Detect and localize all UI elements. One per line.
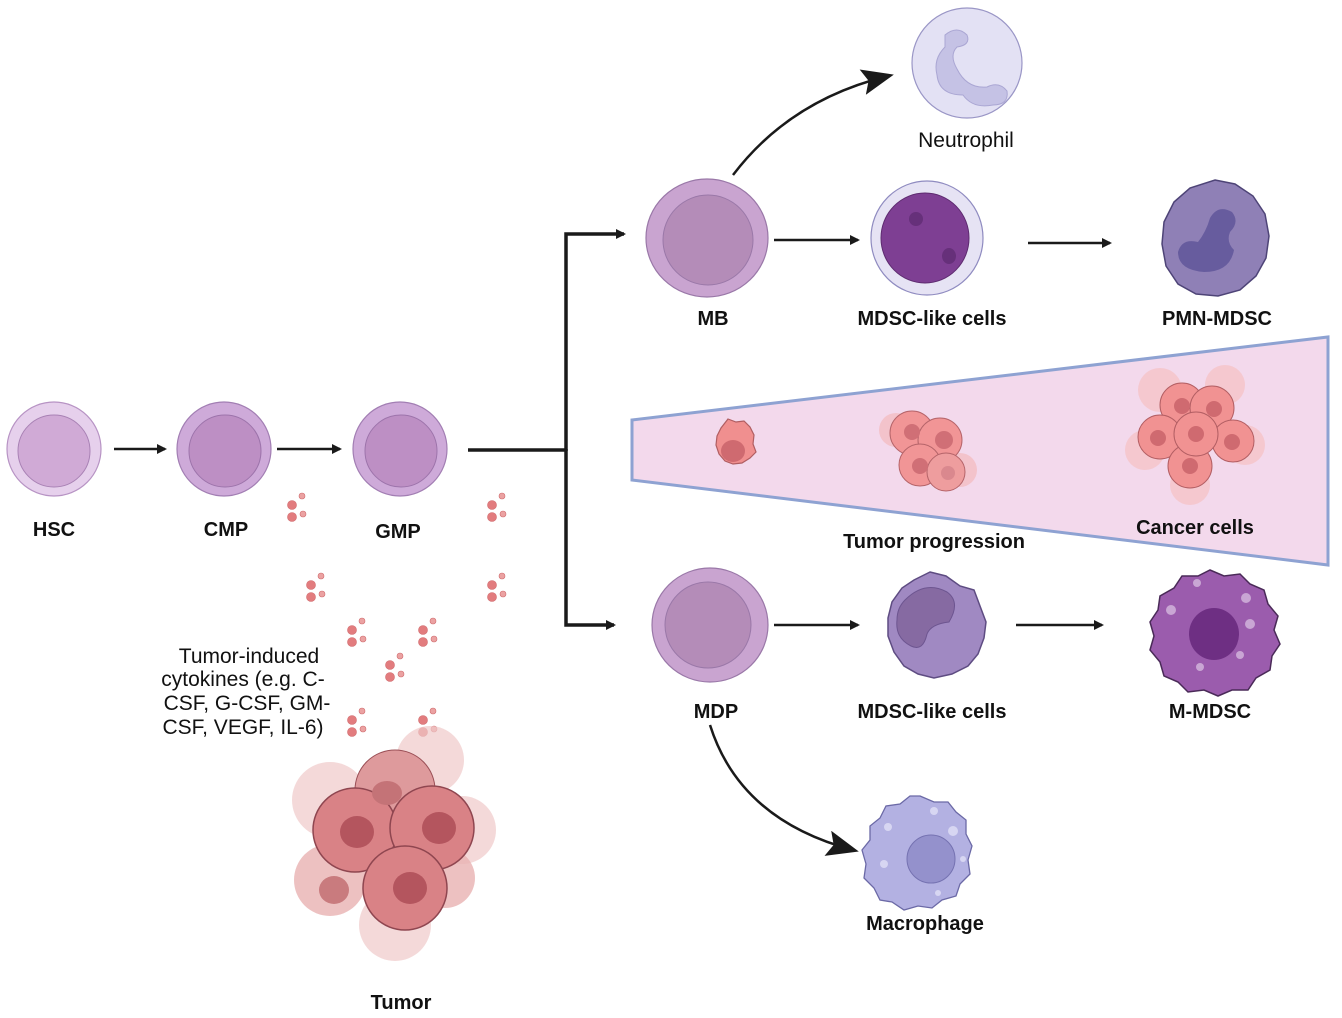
gmp-label: GMP xyxy=(375,521,421,543)
cytokine-cluster xyxy=(487,572,507,602)
cytokine-dot xyxy=(287,512,297,522)
cytokine-dot xyxy=(418,625,428,635)
mdp-cell-icon xyxy=(651,567,769,683)
cytokine-cluster xyxy=(287,492,307,522)
cytokine-dot xyxy=(498,572,506,580)
cytokine-dot xyxy=(499,590,507,598)
hsc-cell-icon xyxy=(6,401,102,497)
cytokine-dot xyxy=(359,725,367,733)
cytokine-dot xyxy=(347,637,357,647)
cytokine-dot xyxy=(498,492,506,500)
cytokine-dot xyxy=(298,492,306,500)
arrow-mdp-to-macrophage xyxy=(708,724,859,856)
cmp-cell-icon xyxy=(176,401,272,497)
cancer-cluster-small-icon xyxy=(879,410,977,492)
cancer-cluster-large-icon xyxy=(1125,365,1265,505)
m-mdsc-label: M-MDSC xyxy=(1169,701,1251,723)
cytokine-dot xyxy=(487,512,497,522)
cancer-cells-label: Cancer cells xyxy=(1136,517,1254,539)
branch-connector xyxy=(468,229,626,630)
cytokine-cluster xyxy=(306,572,326,602)
macrophage-label: Macrophage xyxy=(866,913,984,935)
cytokine-dot xyxy=(359,635,367,643)
cytokine-dot xyxy=(396,652,404,660)
cytokine-dot xyxy=(430,635,438,643)
cytokine-dot xyxy=(358,707,366,715)
cytokine-dot xyxy=(487,500,497,510)
mdsc-like-cell-bottom-icon xyxy=(887,571,987,679)
cytokine-dot xyxy=(429,617,437,625)
mdsc-like-cell-top-icon xyxy=(870,180,984,296)
cytokine-dot xyxy=(347,727,357,737)
cytokine-dot xyxy=(299,510,307,518)
cytokine-dot xyxy=(358,617,366,625)
pmn-mdsc-label: PMN-MDSC xyxy=(1162,308,1272,330)
cytokine-dot xyxy=(306,592,316,602)
macrophage-icon xyxy=(861,795,973,911)
cytokine-dot xyxy=(429,707,437,715)
neutrophil-label: Neutrophil xyxy=(918,129,1014,152)
cytokine-dot xyxy=(306,580,316,590)
cytokine-cluster xyxy=(418,617,438,647)
cytokines-label-line-2: cytokines (e.g. C- xyxy=(161,668,324,691)
cytokines-label-line-3: CSF, G-CSF, GM- xyxy=(164,692,331,715)
tumor-icon xyxy=(292,726,496,961)
cytokine-dot xyxy=(347,715,357,725)
neutrophil-icon xyxy=(911,7,1023,119)
cytokines-label-line-4: CSF, VEGF, IL-6) xyxy=(162,716,323,739)
cytokine-dot xyxy=(397,670,405,678)
cytokine-dot xyxy=(499,510,507,518)
m-mdsc-icon xyxy=(1149,569,1281,697)
cytokine-cluster xyxy=(385,652,405,682)
tumor-label: Tumor xyxy=(371,992,432,1014)
cytokine-dot xyxy=(287,500,297,510)
pmn-mdsc-icon xyxy=(1161,179,1270,297)
mdsc-like-bottom-label: MDSC-like cells xyxy=(858,701,1007,723)
arrow-mb-to-neutrophil xyxy=(732,69,894,176)
cytokine-particles xyxy=(287,492,507,737)
cytokine-dot xyxy=(487,592,497,602)
mb-cell-icon xyxy=(645,178,769,298)
cytokine-dot xyxy=(487,580,497,590)
cytokine-cluster xyxy=(347,617,367,647)
mdp-label: MDP xyxy=(694,701,738,723)
gmp-cell-icon xyxy=(352,401,448,497)
hsc-label: HSC xyxy=(33,519,75,541)
cytokine-dot xyxy=(385,672,395,682)
cytokine-cluster xyxy=(347,707,367,737)
mdsc-like-top-label: MDSC-like cells xyxy=(858,308,1007,330)
cytokines-label-line-1: Tumor-induced xyxy=(179,645,319,668)
cytokine-dot xyxy=(347,625,357,635)
cytokine-dot xyxy=(318,590,326,598)
tumor-progression-wedge: Tumor progression Cancer cells xyxy=(630,335,1330,567)
tumor-progression-label: Tumor progression xyxy=(843,531,1025,553)
cmp-label: CMP xyxy=(204,519,248,541)
cytokine-dot xyxy=(418,637,428,647)
cytokine-dot xyxy=(418,715,428,725)
cytokines-label: Tumor-induced cytokines (e.g. C- CSF, G-… xyxy=(161,645,330,739)
cancer-cell-single-icon xyxy=(715,418,757,465)
mb-label: MB xyxy=(697,308,728,330)
cytokine-dot xyxy=(385,660,395,670)
cytokine-dot xyxy=(317,572,325,580)
cytokine-cluster xyxy=(487,492,507,522)
